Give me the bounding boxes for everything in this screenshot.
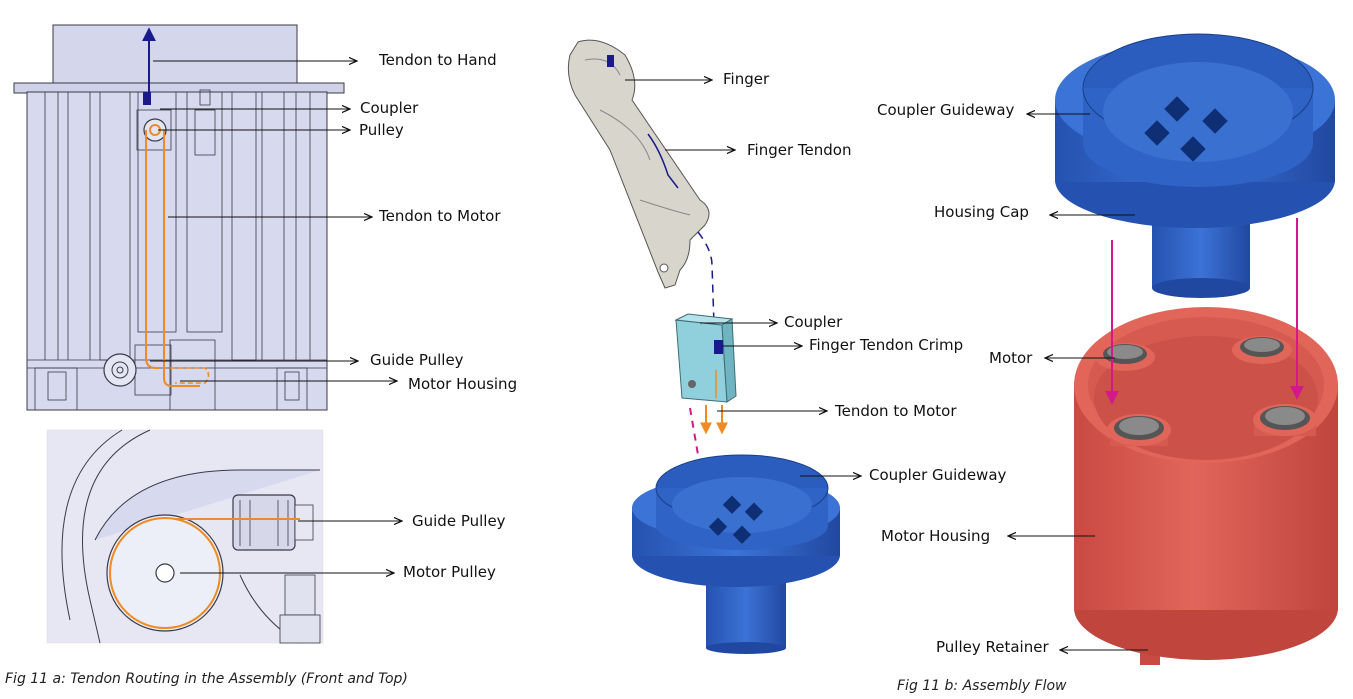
label-motor-housing-assembly: Motor Housing	[881, 527, 991, 545]
motor-cylinders	[1095, 336, 1317, 446]
label-housing-cap: Housing Cap	[934, 203, 1029, 221]
label-finger-tendon: Finger Tendon	[747, 141, 852, 159]
motor-housing-part	[1074, 307, 1338, 665]
label-coupler-front: Coupler	[360, 99, 419, 117]
label-motor-housing-front: Motor Housing	[408, 375, 518, 393]
label-pulley-retainer: Pulley Retainer	[936, 638, 1049, 656]
label-tendon-to-motor-exploded: Tendon to Motor	[835, 402, 957, 420]
label-motor-pulley: Motor Pulley	[403, 563, 496, 581]
label-finger: Finger	[723, 70, 770, 88]
caption-fig-11b: Fig 11 b: Assembly Flow	[897, 678, 1067, 694]
guideway-lower	[632, 454, 840, 654]
label-coupler-guideway-assembly: Coupler Guideway	[877, 101, 1015, 119]
housing-top-cap	[52, 24, 298, 86]
housing-cap-part	[1055, 33, 1335, 298]
label-finger-tendon-crimp: Finger Tendon Crimp	[809, 336, 964, 354]
leader-arrows	[150, 61, 1148, 650]
label-guide-pulley-top: Guide Pulley	[412, 512, 506, 530]
label-tendon-to-hand: Tendon to Hand	[379, 51, 497, 69]
label-coupler-exploded: Coupler	[784, 313, 843, 331]
guide-pulley-top	[232, 494, 296, 551]
coupler-part	[674, 313, 737, 528]
label-pulley: Pulley	[359, 121, 404, 139]
housing-body	[26, 91, 328, 411]
label-guide-pulley-front: Guide Pulley	[370, 351, 464, 369]
front-view-cad	[13, 24, 345, 411]
coupler-block	[143, 92, 151, 105]
tendon-to-motor-path	[145, 130, 200, 387]
finger-part	[567, 39, 715, 326]
label-tendon-to-motor-front: Tendon to Motor	[379, 207, 501, 225]
caption-fig-11a: Fig 11 a: Tendon Routing in the Assembly…	[5, 671, 408, 687]
finger-tendon-line	[647, 133, 679, 189]
label-motor: Motor	[989, 349, 1033, 367]
top-view-cad	[46, 429, 324, 644]
label-coupler-guideway-exploded: Coupler Guideway	[869, 466, 1007, 484]
guide-pulley-front	[103, 353, 137, 387]
